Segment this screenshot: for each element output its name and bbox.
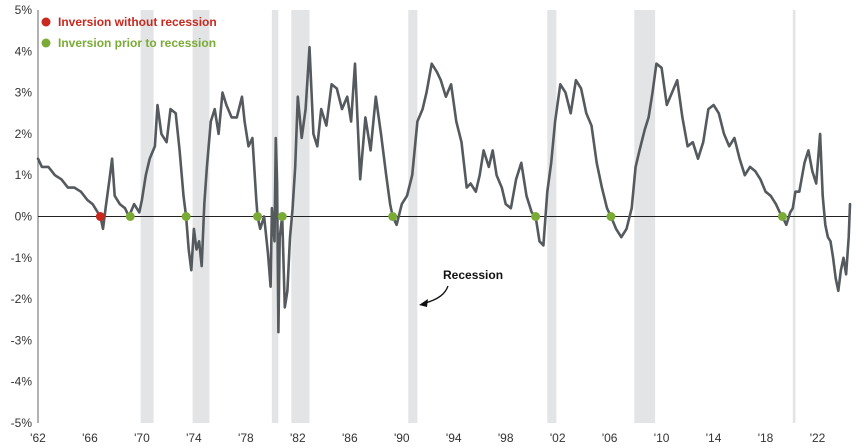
inversion-points	[95, 212, 787, 221]
x-tick-label: '74	[186, 431, 202, 445]
series-line-0	[36, 45, 852, 334]
x-tick-label: '86	[342, 431, 358, 445]
x-tick-label: '06	[602, 431, 618, 445]
x-tick-label: '90	[394, 431, 410, 445]
x-tick-label: '18	[758, 431, 774, 445]
y-tick-label: -4%	[11, 375, 33, 389]
y-tick-label: 0%	[15, 210, 33, 224]
inversion-point-8	[777, 212, 787, 221]
x-tick-label: '66	[82, 431, 98, 445]
y-tick-label: 2%	[15, 127, 33, 141]
inversion-point-0	[95, 212, 105, 221]
y-tick-label: 3%	[15, 86, 33, 100]
y-tick-label: -5%	[11, 416, 33, 430]
legend-label-1: Inversion prior to recession	[58, 36, 216, 50]
x-tick-label: '78	[238, 431, 254, 445]
legend-marker-0	[41, 17, 51, 27]
x-tick-label: '10	[654, 431, 670, 445]
annotation-arrowhead	[419, 299, 428, 307]
x-tick-label: '02	[550, 431, 566, 445]
inversion-point-7	[606, 212, 616, 221]
y-tick-label: 1%	[15, 168, 33, 182]
recession-annotation-label: Recession	[443, 268, 503, 282]
y-tick-label: -3%	[11, 333, 33, 347]
legend-label-0: Inversion without recession	[58, 15, 217, 29]
y-tick-label: -1%	[11, 251, 33, 265]
legend-marker-1	[41, 38, 51, 48]
inversion-point-5	[388, 212, 398, 221]
x-tick-label: '82	[290, 431, 306, 445]
annotation-arrow	[424, 285, 449, 304]
recession-annotation: Recession	[419, 268, 503, 307]
y-tick-label: 4%	[15, 44, 33, 58]
x-tick-label: '62	[30, 431, 46, 445]
inversion-point-3	[253, 212, 263, 221]
x-tick-label: '94	[446, 431, 462, 445]
inversion-point-1	[125, 212, 135, 221]
inversion-point-4	[277, 212, 287, 221]
y-tick-label: 5%	[15, 3, 33, 17]
x-tick-label: '22	[810, 431, 826, 445]
axes: 5% 4% 3% 2% 1% 0% -1% -2% -3% -4% -5%'62 '66 '70 '74 '…	[11, 3, 850, 445]
y-tick-label: -2%	[11, 292, 33, 306]
series-line-layer	[36, 45, 852, 334]
inversion-point-6	[531, 212, 541, 221]
x-tick-label: '98	[498, 431, 514, 445]
x-tick-label: '70	[134, 431, 150, 445]
inversion-point-2	[181, 212, 191, 221]
x-tick-label: '14	[706, 431, 722, 445]
